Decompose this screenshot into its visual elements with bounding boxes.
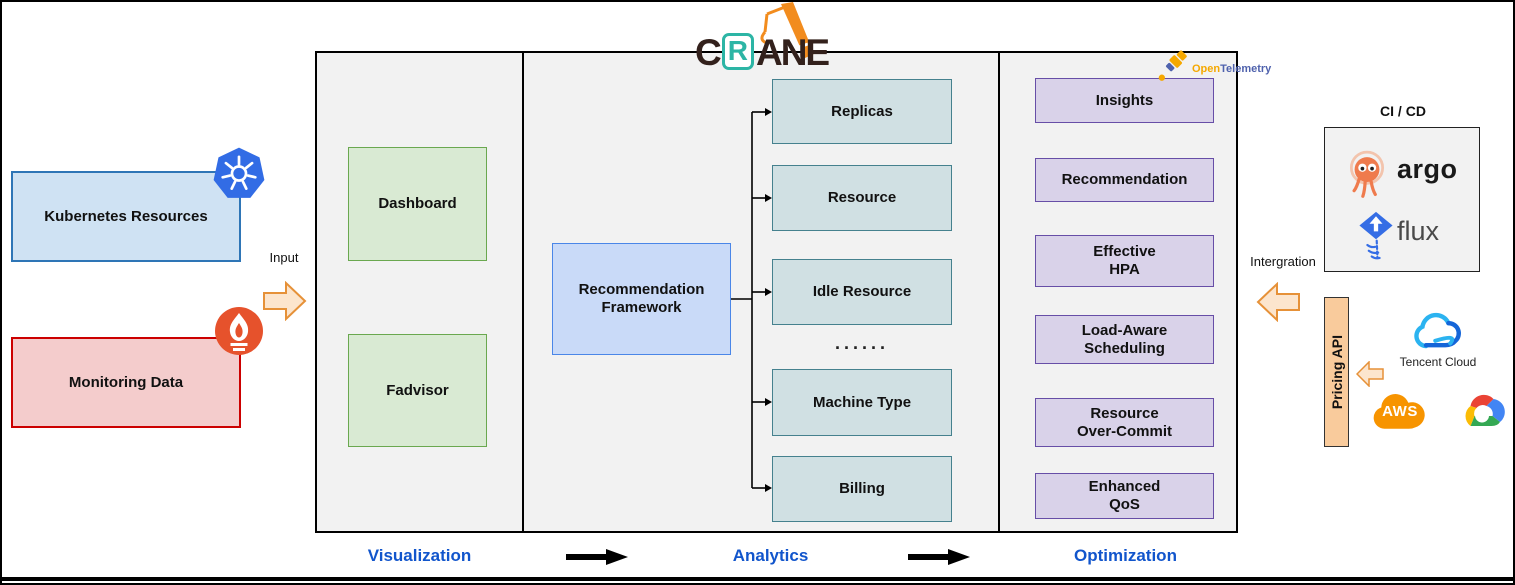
pricing-api-box: Pricing API bbox=[1324, 297, 1349, 447]
crane-letter-c: C bbox=[695, 32, 722, 74]
dashboard-label: Dashboard bbox=[378, 195, 457, 212]
idle-resource-label: Idle Resource bbox=[812, 283, 912, 300]
input-label: Input bbox=[269, 250, 299, 265]
prometheus-icon bbox=[214, 306, 264, 356]
integration-label: Intergration bbox=[1250, 254, 1316, 269]
pricing-arrow-icon bbox=[1356, 361, 1384, 387]
billing-label: Billing bbox=[839, 480, 885, 497]
connector-lines bbox=[731, 108, 772, 492]
resource-label: Resource bbox=[827, 189, 897, 206]
machine-type-label: Machine Type bbox=[812, 393, 912, 411]
flow-arrow-icon bbox=[908, 549, 976, 565]
billing-box: Billing bbox=[772, 456, 952, 522]
crane-boom-icon bbox=[760, 2, 814, 58]
opentelemetry-open-text: Open bbox=[1192, 63, 1221, 75]
kubernetes-resources-box: Kubernetes Resources bbox=[11, 171, 241, 262]
flux-icon bbox=[1358, 211, 1394, 261]
resource-box: Resource bbox=[772, 165, 952, 231]
flux-wordmark: flux bbox=[1397, 216, 1440, 246]
kubernetes-resources-label: Kubernetes Resources bbox=[44, 207, 208, 225]
fadvisor-label: Fadvisor bbox=[386, 381, 449, 399]
recommendation-framework-label: Recommendation Framework bbox=[578, 281, 705, 316]
opentelemetry-icon bbox=[1156, 48, 1192, 84]
replicas-box: Replicas bbox=[772, 79, 952, 144]
opentelemetry-telemetry-text: Telemetry bbox=[1220, 63, 1272, 75]
recommendation-label: Recommendation bbox=[1061, 171, 1188, 188]
argo-icon bbox=[1344, 148, 1390, 204]
kubernetes-icon bbox=[212, 146, 266, 200]
tencent-cloud-label: Tencent Cloud bbox=[1399, 355, 1477, 369]
resource-over-commit-label: Resource Over-Commit bbox=[1076, 404, 1173, 440]
aws-icon bbox=[1368, 383, 1432, 435]
argo-wordmark: argo bbox=[1397, 154, 1458, 184]
more-recommenders-ellipsis: ...... bbox=[834, 333, 889, 353]
google-cloud-icon bbox=[1452, 383, 1512, 433]
integration-arrow-icon bbox=[1256, 282, 1300, 322]
input-arrow-icon bbox=[263, 281, 307, 321]
idle-resource-box: Idle Resource bbox=[772, 259, 952, 325]
recommendation-framework-box: Recommendation Framework bbox=[552, 243, 731, 355]
enhanced-qos-label: Enhanced QoS bbox=[1088, 478, 1161, 513]
monitoring-data-label: Monitoring Data bbox=[68, 373, 184, 391]
insights-box: Insights bbox=[1035, 78, 1214, 123]
column-divider bbox=[522, 53, 524, 531]
fadvisor-box: Fadvisor bbox=[348, 334, 487, 447]
dashboard-box: Dashboard bbox=[348, 147, 487, 261]
crane-letter-r: R bbox=[721, 33, 754, 70]
monitoring-data-box: Monitoring Data bbox=[11, 337, 241, 428]
bottom-divider-line bbox=[0, 577, 1515, 581]
visualization-flow-label: Visualization bbox=[367, 546, 472, 565]
opentelemetry-wordmark: OpenTelemetry bbox=[1192, 63, 1271, 75]
enhanced-qos-box: Enhanced QoS bbox=[1035, 473, 1214, 519]
effective-hpa-label: Effective HPA bbox=[1093, 243, 1156, 278]
machine-type-box: Machine Type bbox=[772, 369, 952, 436]
load-aware-scheduling-box: Load-Aware Scheduling bbox=[1035, 315, 1214, 364]
tencent-cloud-icon bbox=[1408, 310, 1466, 354]
cicd-label: CI / CD bbox=[1380, 103, 1426, 119]
flow-arrow-icon bbox=[566, 549, 634, 565]
pricing-api-label: Pricing API bbox=[1328, 334, 1345, 410]
column-divider bbox=[998, 53, 1000, 531]
cicd-box bbox=[1324, 127, 1480, 272]
replicas-label: Replicas bbox=[831, 102, 893, 120]
resource-over-commit-box: Resource Over-Commit bbox=[1035, 398, 1214, 447]
load-aware-scheduling-label: Load-Aware Scheduling bbox=[1081, 321, 1168, 357]
insights-label: Insights bbox=[1095, 91, 1154, 109]
recommendation-box: Recommendation bbox=[1035, 158, 1214, 202]
crane-logo: C R ANE bbox=[695, 2, 835, 72]
crane-letters-ane: ANE bbox=[755, 32, 830, 74]
analytics-flow-label: Analytics bbox=[732, 546, 809, 565]
aws-label: AWS bbox=[1382, 403, 1418, 420]
optimization-flow-label: Optimization bbox=[1074, 546, 1177, 565]
effective-hpa-box: Effective HPA bbox=[1035, 235, 1214, 287]
